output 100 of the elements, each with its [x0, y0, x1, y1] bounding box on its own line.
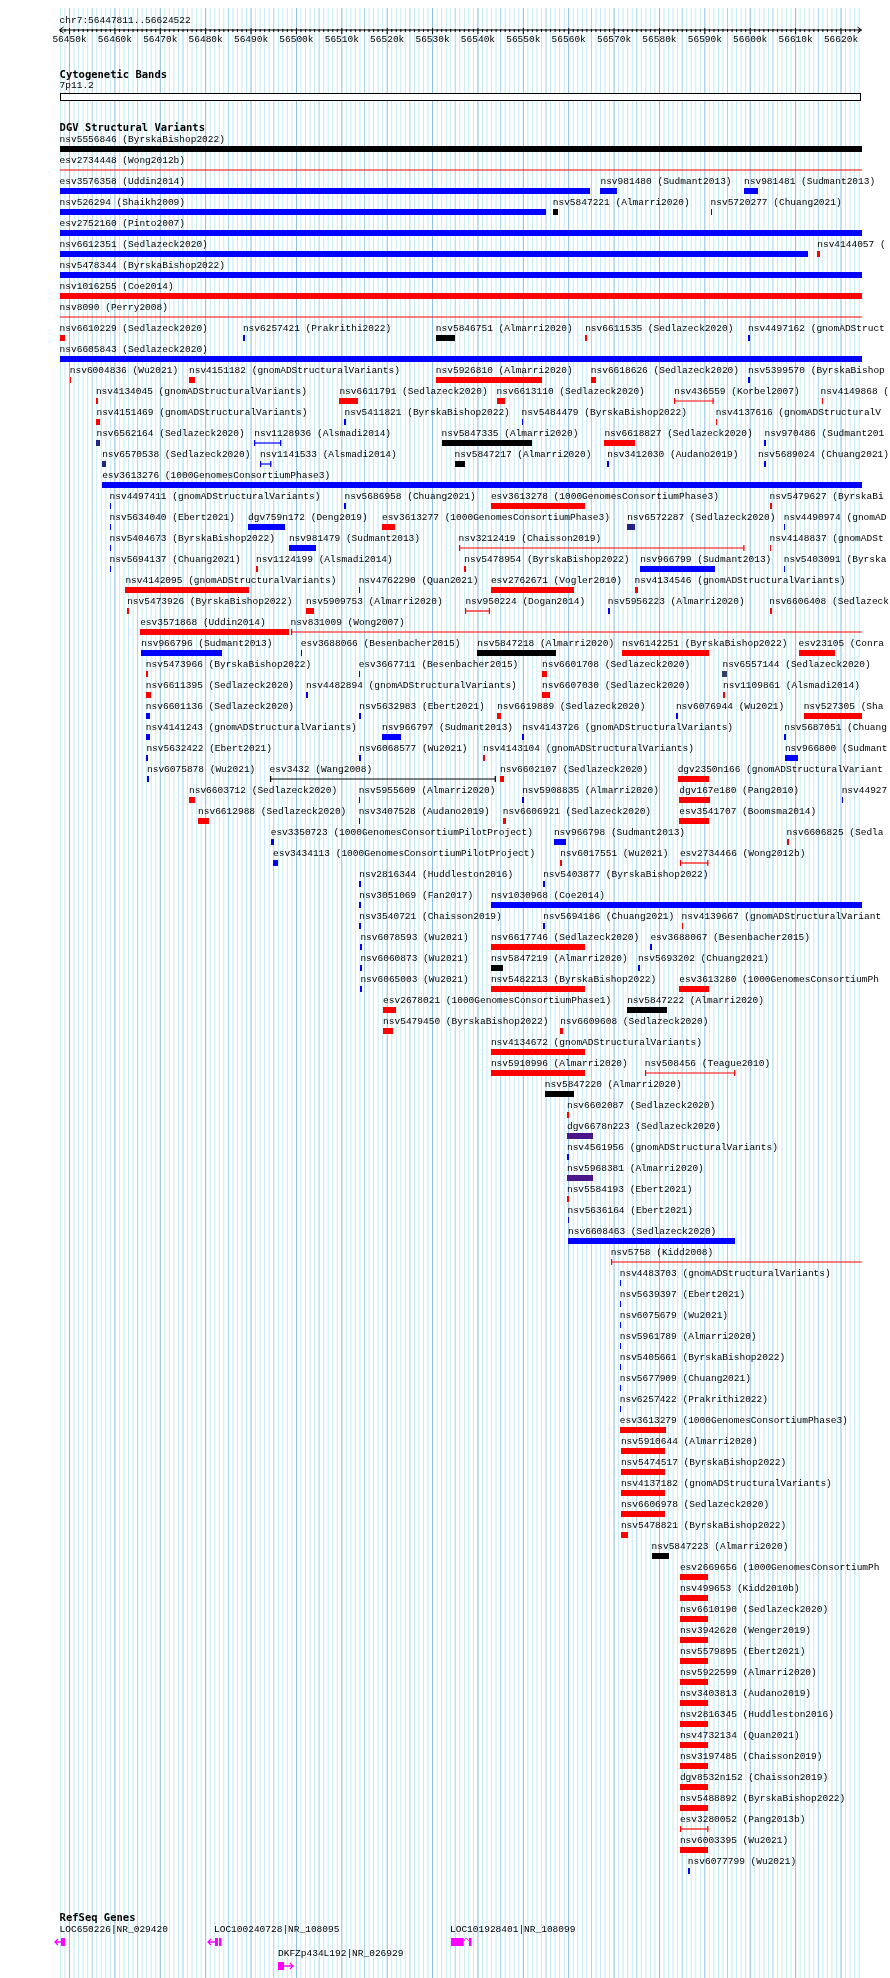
- variant-bar: [339, 398, 358, 404]
- variant-line: [254, 440, 282, 447]
- variant-bar: [679, 818, 709, 824]
- variant-label: nsv981481 (Sudmant2013): [744, 175, 876, 188]
- variant-label: nsv4151469 (gnomADStructuralVariants): [96, 406, 308, 419]
- variant-label: nsv4137182 (gnomADStructuralVariants): [620, 1477, 832, 1490]
- variant-label: nsv4497411 (gnomADStructuralVariants): [109, 490, 321, 503]
- tick-label: 56450k: [52, 34, 87, 47]
- variant-bar: [441, 440, 532, 446]
- variant-label: nsv2816344 (Huddleston2016): [359, 868, 514, 881]
- variant-label: nsv5479450 (ByrskaBishop2022): [383, 1015, 549, 1028]
- coordinate-label: chr7:56447811..56624522: [59, 15, 191, 27]
- variant-label: esv2752160 (Pinto2007): [59, 217, 185, 230]
- variant-bar: [490, 1049, 586, 1055]
- variant-label: nsv6606921 (Sedlazeck2020): [502, 805, 652, 818]
- variant-label: nsv6557144 (Sedlazeck2020): [722, 658, 871, 671]
- variant-label: nsv4482894 (gnomADStructuralVariants): [305, 679, 517, 692]
- track-title: Cytogenetic Bands: [59, 67, 168, 80]
- variant-bar: [59, 188, 591, 194]
- variant-label: nsv4139667 (gnomADStructuralVariant: [681, 910, 882, 923]
- variant-label: nsv981480 (Sudmant2013): [600, 175, 732, 188]
- variant-label: nsv6612351 (Sedlazeck2020): [59, 238, 208, 251]
- variant-label: esv2734466 (Wong2012b): [679, 847, 806, 860]
- variant-label: nsv6570538 (Sedlazeck2020): [102, 448, 251, 461]
- variant-label: nsv4490974 (gnomAD: [783, 511, 887, 524]
- variant-label: nsv5956223 (Almarri2020): [607, 595, 745, 608]
- variant-label: nsv4762290 (Quan2021): [358, 574, 479, 587]
- variant-bar: [604, 440, 635, 446]
- variant-bar: [634, 587, 639, 593]
- variant-label: nsv6601136 (Sedlazeck2020): [145, 700, 295, 713]
- variant-label: nsv5910996 (Almarri2020): [490, 1057, 628, 1070]
- variant-bar: [715, 419, 718, 425]
- variant-label: nsv5847220 (Almarri2020): [544, 1078, 682, 1091]
- tick-label: 56550k: [506, 34, 541, 47]
- variant-label: nsv966800 (Sudmant: [784, 742, 888, 755]
- variant-label: nsv5632422 (Ebert2021): [146, 742, 272, 755]
- variant-line: [644, 1070, 735, 1077]
- variant-bar: [620, 1532, 628, 1538]
- variant-bar: [69, 377, 72, 383]
- variant-label: nsv5720277 (Chuang2021): [710, 196, 842, 209]
- variant-bar: [769, 608, 772, 614]
- variant-bar: [764, 440, 767, 446]
- variant-bar: [500, 776, 504, 782]
- variant-label: nsv6603712 (Sedlazeck2020): [189, 784, 338, 797]
- variant-label: nsv6601708 (Sedlazeck2020): [542, 658, 691, 671]
- tick-label: 56480k: [188, 34, 223, 47]
- variant-bar: [248, 524, 285, 530]
- variant-bar: [125, 587, 250, 593]
- variant-label: esv3280052 (Pang2013b): [679, 1813, 806, 1826]
- variant-bar: [305, 692, 308, 698]
- variant-label: nsv6076944 (Wu2021): [675, 700, 785, 713]
- variant-label: nsv6572287 (Sedlazeck2020): [627, 511, 776, 524]
- variant-label: nsv5636164 (Ebert2021): [567, 1204, 693, 1217]
- variant-label: nsv1030968 (Coe2014): [490, 889, 605, 902]
- variant-bar: [620, 1511, 665, 1517]
- variant-label: dgv8532n152 (Chaisson2019): [679, 1771, 829, 1784]
- variant-label: nsv5961789 (Almarri2020): [619, 1330, 757, 1343]
- variant-bar: [490, 503, 586, 509]
- variant-bar: [198, 818, 209, 824]
- variant-bar: [798, 650, 836, 656]
- variant-bar: [109, 566, 112, 572]
- variant-label: nsv966799 (Sudmant2013): [640, 553, 772, 566]
- variant-label: nsv966798 (Sudmant2013): [553, 826, 686, 839]
- variant-bar: [710, 209, 713, 215]
- variant-label: nsv5693202 (Chuang2021): [637, 952, 770, 965]
- variant-line: [259, 461, 272, 468]
- variant-label: nsv4497162 (gnomADStruct: [748, 322, 885, 335]
- variant-label: esv3541707 (Boomsma2014): [679, 805, 817, 818]
- variant-label: nsv6017551 (Wu2021): [560, 847, 669, 860]
- variant-bar: [542, 692, 550, 698]
- variant-bar: [675, 713, 678, 719]
- variant-label: nsv4143104 (gnomADStructuralVariants): [482, 742, 694, 755]
- variant-label: nsv5488892 (ByrskaBishop2022): [679, 1792, 846, 1805]
- variant-bar: [651, 1553, 669, 1559]
- variant-label: nsv4137616 (gnomADStructuralV: [715, 406, 881, 419]
- variant-label: nsv4151182 (gnomADStructuralVariants): [189, 364, 400, 377]
- variant-bar: [769, 503, 772, 509]
- variant-bar: [679, 1742, 709, 1748]
- variant-label: nsv5403877 (ByrskaBishop2022): [543, 868, 709, 881]
- variant-label: nsv1141533 (Alsmadi2014): [259, 448, 397, 461]
- variant-label: nsv5634040 (Ebert2021): [109, 511, 235, 524]
- variant-bar: [744, 188, 758, 194]
- variant-label: nsv5847219 (Almarri2020): [490, 952, 628, 965]
- variant-bar: [679, 1616, 709, 1622]
- variant-bar: [521, 419, 524, 425]
- tick-label: 56470k: [143, 34, 178, 47]
- variant-label: nsv981479 (Sudmant2013): [288, 532, 420, 545]
- variant-label: nsv527305 (Sha: [803, 700, 884, 713]
- variant-label: nsv6617746 (Sedlazeck2020): [490, 931, 640, 944]
- gene-glyph: [207, 1936, 222, 1947]
- variant-bar: [59, 146, 862, 152]
- variant-label: nsv6618827 (Sedlazeck2020): [604, 427, 753, 440]
- variant-bar: [619, 1322, 622, 1328]
- variant-bar: [627, 1007, 667, 1013]
- variant-label: nsv5478344 (ByrskaBishop2022): [59, 259, 225, 272]
- variant-label: nsv6602087 (Sedlazeck2020): [566, 1099, 716, 1112]
- variant-label: nsv5847221 (Almarri2020): [552, 196, 690, 209]
- variant-bar: [821, 398, 824, 404]
- variant-bar: [566, 1112, 569, 1118]
- tick-label: 56620k: [823, 34, 859, 47]
